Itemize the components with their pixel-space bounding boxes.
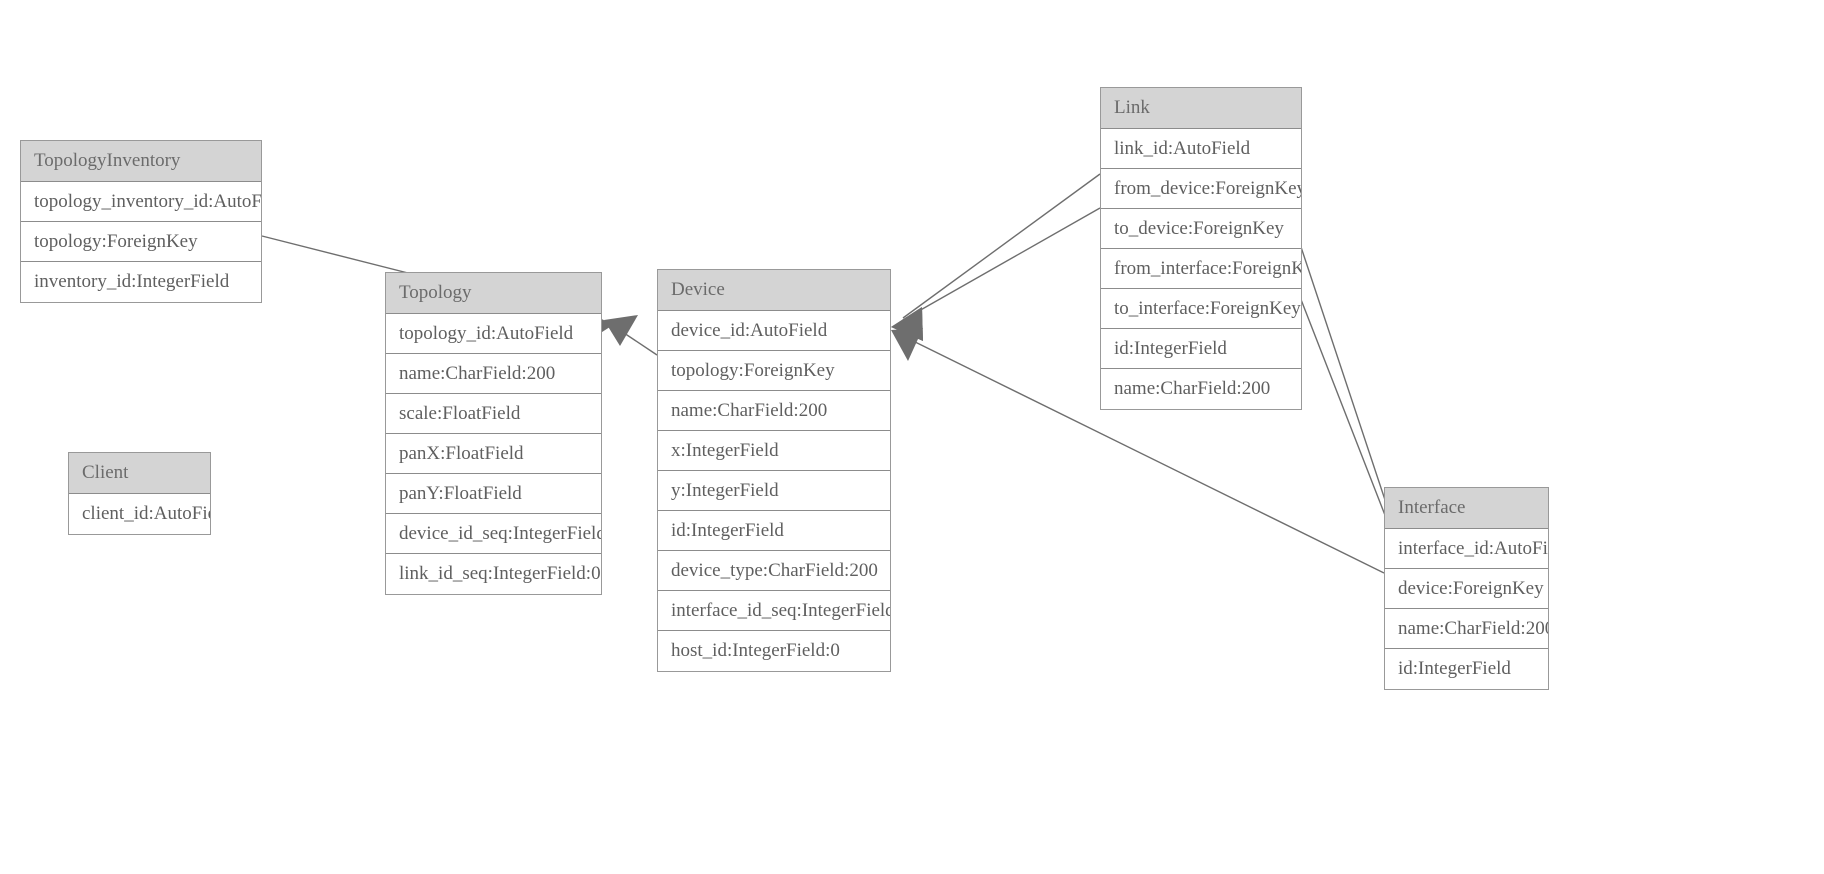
entity-title-interface: Interface: [1385, 488, 1548, 529]
entity-field-row: from_interface:ForeignKey: [1101, 249, 1301, 289]
entity-field-row: name:CharField:200: [1114, 378, 1271, 399]
entity-field-row: x:IntegerField: [658, 431, 890, 471]
entity-title-topology-inventory: TopologyInventory: [21, 141, 261, 182]
relation-line-device-to-topology: [614, 326, 658, 356]
entity-box-interface[interactable]: Interfaceinterface_id:AutoFielddevice:Fo…: [1384, 487, 1549, 690]
entity-field-row: topology:ForeignKey: [21, 222, 261, 262]
relation-arrowhead-link-to-device: [891, 307, 923, 341]
entity-field-row: name:CharField:200: [386, 354, 601, 394]
entity-field-row: interface_id:AutoField: [1385, 529, 1548, 569]
relation-line-link-to-interface: [1292, 278, 1391, 529]
entity-field-row: host_id:IntegerField:0: [671, 640, 840, 661]
entity-field-row: id:IntegerField: [1101, 329, 1301, 369]
entity-field-row: id:IntegerField: [658, 511, 890, 551]
entity-field-row: scale:FloatField: [386, 394, 601, 434]
entity-field-row: topology:ForeignKey: [658, 351, 890, 391]
entity-field-row: from_device:ForeignKey: [1101, 169, 1301, 209]
entity-field-row: device_id:AutoField: [658, 311, 890, 351]
relation-line-link-to-device: [902, 207, 1101, 321]
entity-field-row: panY:FloatField: [386, 474, 601, 514]
entity-field-row: topology_id:AutoField: [386, 314, 601, 354]
relation-arrowhead-link-to-device: [891, 307, 923, 341]
entity-field-row: y:IntegerField: [658, 471, 890, 511]
relation-line-link-to-interface: [1299, 243, 1395, 528]
entity-field-row: topology_inventory_id:AutoField: [21, 182, 261, 222]
entity-field-row: link_id_seq:IntegerField:0: [399, 563, 601, 584]
entity-field-row: device:ForeignKey: [1385, 569, 1548, 609]
entity-box-client[interactable]: Client client_id:AutoField: [68, 452, 211, 535]
entity-field-row: client_id:AutoField: [82, 503, 210, 524]
relation-arrowhead-interface-to-device: [891, 328, 923, 361]
entity-field-row: interface_id_seq:IntegerField:0: [658, 591, 890, 631]
entity-field-row: name:CharField:200: [658, 391, 890, 431]
entity-field-row: to_interface:ForeignKey: [1101, 289, 1301, 329]
entity-field-row: device_id_seq:IntegerField:0: [386, 514, 601, 554]
entity-field-row: inventory_id:IntegerField: [34, 271, 230, 292]
entity-title-topology: Topology: [386, 273, 601, 314]
entity-title-device: Device: [658, 270, 890, 311]
entity-field-row: panX:FloatField: [386, 434, 601, 474]
entity-title-client: Client: [69, 453, 210, 494]
entity-field-row: id:IntegerField: [1398, 658, 1511, 679]
entity-field-row: device_type:CharField:200: [658, 551, 890, 591]
relation-arrowhead-device-to-topology: [604, 315, 638, 346]
relation-line-link-to-device: [902, 173, 1101, 319]
entity-field-row: link_id:AutoField: [1101, 129, 1301, 169]
entity-field-row: name:CharField:200: [1385, 609, 1548, 649]
entity-title-link: Link: [1101, 88, 1301, 129]
entity-field-row: to_device:ForeignKey: [1101, 209, 1301, 249]
